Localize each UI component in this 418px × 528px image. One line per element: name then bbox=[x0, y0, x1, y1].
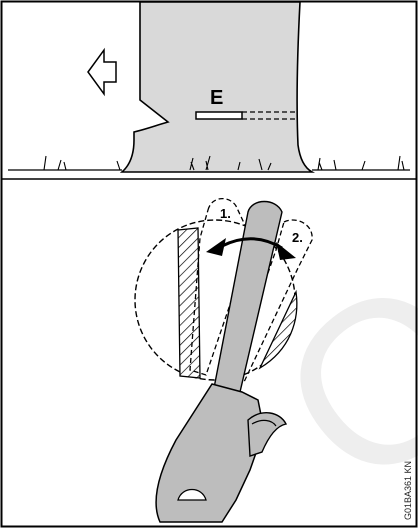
pivot-arrowhead-right-icon bbox=[276, 242, 296, 260]
pivot-arc-arrow bbox=[221, 237, 283, 250]
hinge-strip-right bbox=[258, 289, 298, 370]
step-2-label: 2. bbox=[292, 230, 303, 245]
chainsaw-rear-handle-cutout bbox=[177, 488, 207, 501]
panel-bottom: 1. 2. bbox=[134, 197, 313, 523]
figure-code: G01BA361 KN bbox=[403, 461, 413, 520]
bar-position-1-outline bbox=[189, 197, 253, 376]
pivot-arrowhead-left-icon bbox=[206, 238, 226, 256]
panel-top: E bbox=[8, 1, 410, 173]
tree-trunk bbox=[119, 1, 316, 173]
chainsaw-bar bbox=[213, 200, 283, 393]
hinge-strip-left bbox=[177, 227, 201, 379]
chainsaw-handle bbox=[247, 412, 288, 457]
chainsaw-handle-grip bbox=[251, 419, 277, 427]
marker-label-e: E bbox=[210, 87, 223, 109]
chainsaw-body bbox=[155, 383, 265, 523]
felling-cut-marker bbox=[195, 111, 243, 120]
grass-tufts bbox=[43, 155, 405, 171]
step-1-label: 1. bbox=[220, 206, 231, 221]
felling-direction-arrow-icon bbox=[87, 47, 117, 97]
